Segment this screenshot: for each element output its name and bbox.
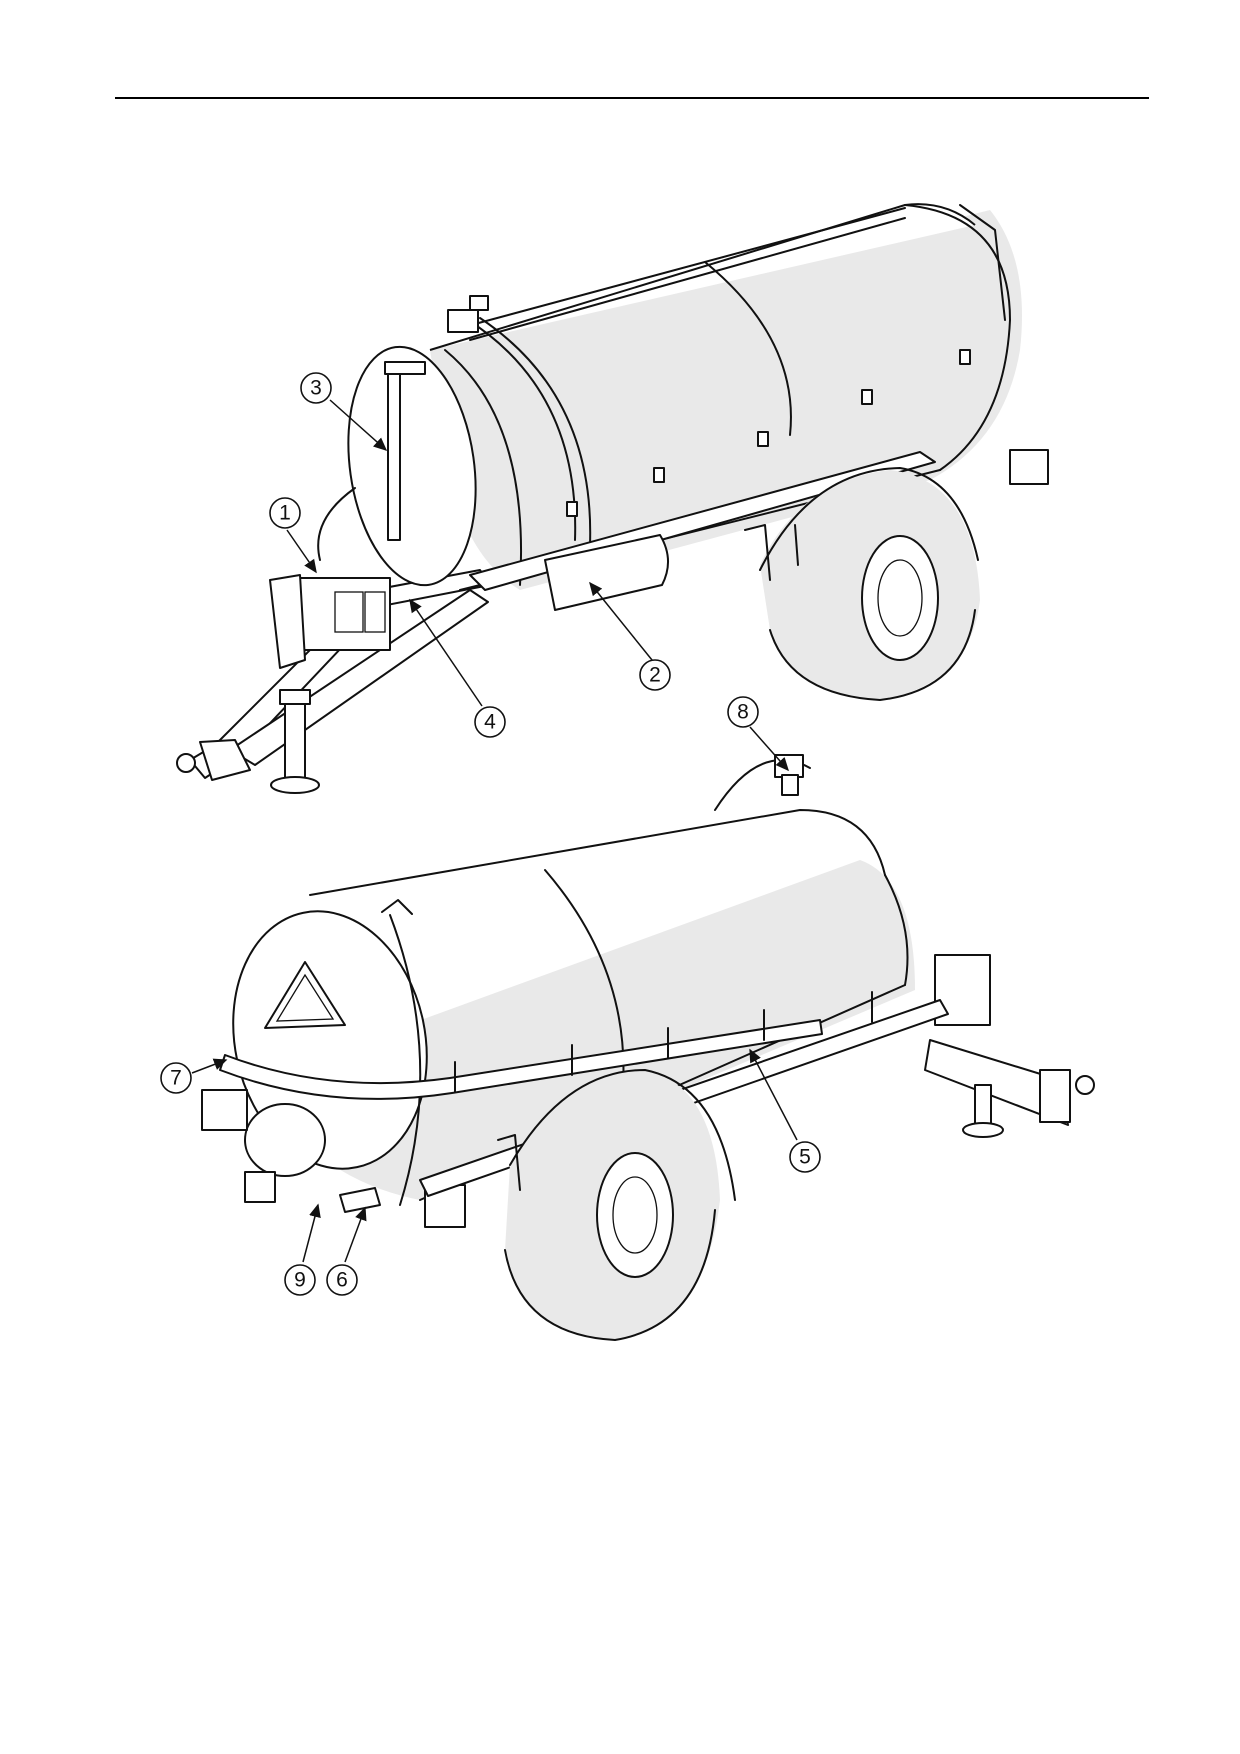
callout-3: 3: [300, 372, 388, 451]
svg-text:8: 8: [737, 701, 749, 724]
svg-text:7: 7: [170, 1067, 182, 1090]
tank-front-head: [347, 345, 477, 587]
bottom-view: 5 6 7 8 9: [160, 696, 1095, 1341]
top-wheel-hub: [861, 535, 939, 661]
callout-9: 9: [284, 1203, 321, 1296]
header-rule: [115, 97, 1149, 99]
hydraulic-cylinder: [544, 534, 669, 611]
jack-stand: [284, 699, 306, 781]
hitch-eye: [176, 753, 196, 773]
callout-1: 1: [269, 497, 317, 574]
bottom-drawbar: [924, 954, 1095, 1138]
callout-8: 8: [727, 696, 789, 772]
top-view: 1 2 3 4: [176, 203, 1049, 794]
callout-6: 6: [326, 1206, 367, 1296]
rear-drain-valve: [339, 1187, 381, 1213]
pump-frame: [297, 577, 391, 651]
svg-text:4: 4: [484, 711, 496, 734]
svg-text:5: 5: [799, 1146, 811, 1169]
rear-lamp: [1009, 449, 1049, 485]
top-valve: [447, 309, 479, 333]
bottom-wheel-hub: [596, 1152, 674, 1278]
svg-text:1: 1: [279, 502, 291, 525]
rear-manhole: [244, 1103, 326, 1177]
svg-text:6: 6: [336, 1269, 348, 1292]
callout-4: 4: [409, 598, 506, 738]
top-tank: [317, 203, 1049, 701]
callout-7: 7: [160, 1058, 228, 1094]
rear-lamp-left: [201, 1089, 248, 1131]
spray-boom-pipe: [219, 1019, 823, 1100]
svg-text:3: 3: [310, 377, 322, 400]
slow-moving-vehicle-sign: [264, 961, 346, 1029]
jack-foot: [270, 776, 320, 794]
svg-text:2: 2: [649, 664, 661, 687]
bottom-tank: [201, 754, 949, 1341]
callout-2: 2: [589, 581, 671, 691]
svg-text:9: 9: [294, 1269, 306, 1292]
top-vent-valve: [774, 754, 804, 778]
drawbar: [176, 569, 491, 794]
bottom-hitch-eye: [1075, 1075, 1095, 1095]
callout-5: 5: [749, 1048, 821, 1173]
vent-pipe: [387, 369, 401, 541]
